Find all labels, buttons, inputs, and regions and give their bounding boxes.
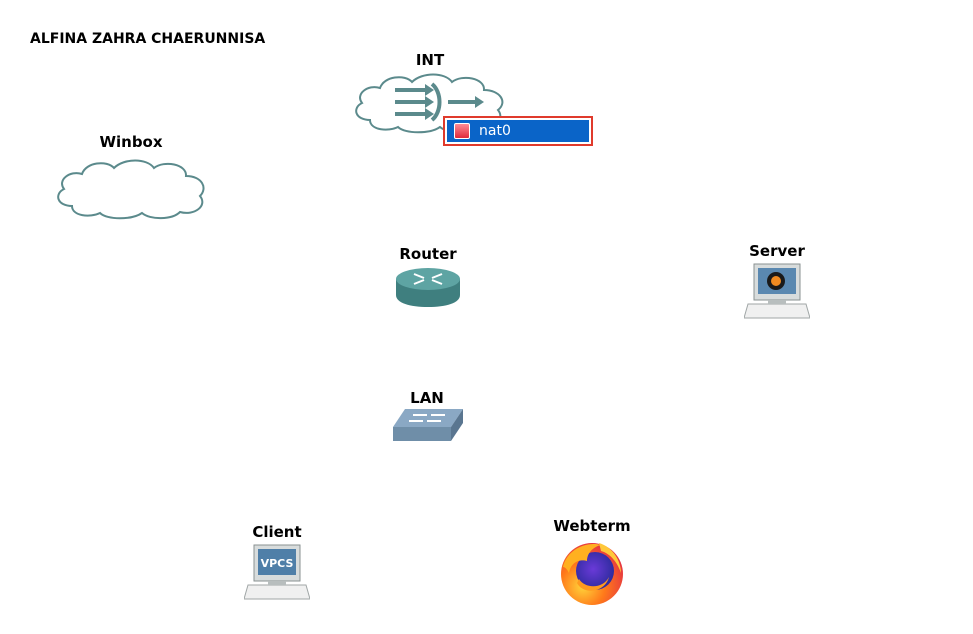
firefox-icon <box>561 543 623 605</box>
port-icon <box>454 123 470 139</box>
qemu-host-icon <box>744 263 810 319</box>
router-icon <box>396 268 460 307</box>
vpcs-host-icon: VPCS <box>244 544 310 600</box>
node-client[interactable]: VPCS <box>244 543 310 601</box>
node-label-int: INT <box>415 51 445 69</box>
interface-context-menu: nat0 <box>443 116 593 146</box>
switch-icon <box>393 409 463 441</box>
node-server[interactable] <box>744 262 810 320</box>
vpcs-screen-text: VPCS <box>261 557 294 570</box>
node-label-server: Server <box>749 242 805 260</box>
node-label-lan: LAN <box>410 389 444 407</box>
node-winbox[interactable] <box>52 156 210 222</box>
menu-item-label: nat0 <box>479 123 511 139</box>
canvas-title: ALFINA ZAHRA CHAERUNNISA <box>30 31 266 47</box>
node-label-client: Client <box>252 523 302 541</box>
cloud-icon <box>57 159 205 220</box>
menu-item-nat0[interactable]: nat0 <box>447 120 589 142</box>
node-lan[interactable] <box>391 407 463 443</box>
node-webterm[interactable] <box>557 537 627 607</box>
node-label-webterm: Webterm <box>553 517 631 535</box>
node-label-winbox: Winbox <box>99 133 163 151</box>
node-router[interactable] <box>394 265 462 309</box>
node-label-router: Router <box>399 245 457 263</box>
